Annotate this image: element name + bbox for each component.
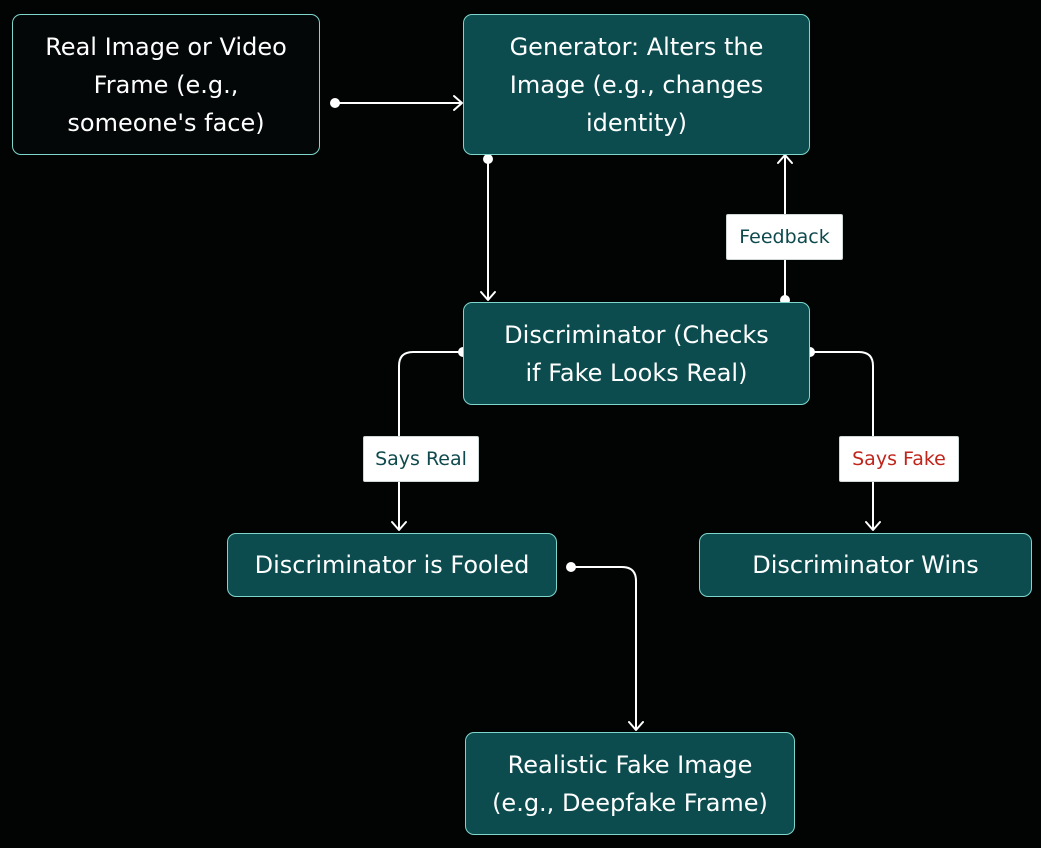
edge-says-fake (809, 351, 874, 530)
node-generator: Generator: Alters the Image (e.g., chang… (463, 14, 810, 155)
edge-start-dot (483, 154, 493, 164)
arrowhead-discriminator (480, 291, 496, 301)
node-text-line: Discriminator Wins (752, 551, 979, 579)
node-real-image-input: Real Image or Video Frame (e.g., someone… (12, 14, 320, 155)
edge-label-says-fake: Says Fake (839, 436, 959, 482)
edge-fooled-to-output (570, 566, 637, 730)
arrowhead-fooled (391, 521, 407, 531)
arrowhead-wins (865, 521, 881, 531)
node-text-line: if Fake Looks Real) (525, 358, 748, 387)
node-discriminator-fooled: Discriminator is Fooled (227, 533, 557, 597)
edge-start-dot (330, 98, 340, 108)
node-text-line: Discriminator (Checks (504, 320, 769, 349)
node-text-line: Generator: Alters the (509, 32, 764, 61)
node-text-line: (e.g., Deepfake Frame) (492, 788, 768, 817)
node-text-line: Real Image or Video (45, 32, 287, 61)
node-text-line: Realistic Fake Image (507, 750, 753, 779)
node-realistic-fake-output: Realistic Fake Image (e.g., Deepfake Fra… (465, 732, 795, 835)
node-text-line: identity) (586, 108, 687, 137)
edge-start-dot (566, 562, 576, 572)
node-text-line: someone's face) (67, 108, 265, 137)
arrowhead-output (628, 721, 644, 731)
node-text-line: Discriminator is Fooled (254, 551, 530, 579)
node-discriminator: Discriminator (Checks if Fake Looks Real… (463, 302, 810, 405)
node-discriminator-wins: Discriminator Wins (699, 533, 1032, 597)
node-text-line: Frame (e.g., (93, 70, 239, 99)
arrowhead-generator-feedback (777, 154, 793, 164)
edge-label-feedback: Feedback (726, 214, 843, 260)
arrowhead-generator (453, 95, 463, 111)
node-text-line: Image (e.g., changes (509, 70, 764, 99)
edge-says-real (398, 351, 464, 530)
edge-label-says-real: Says Real (363, 436, 479, 482)
